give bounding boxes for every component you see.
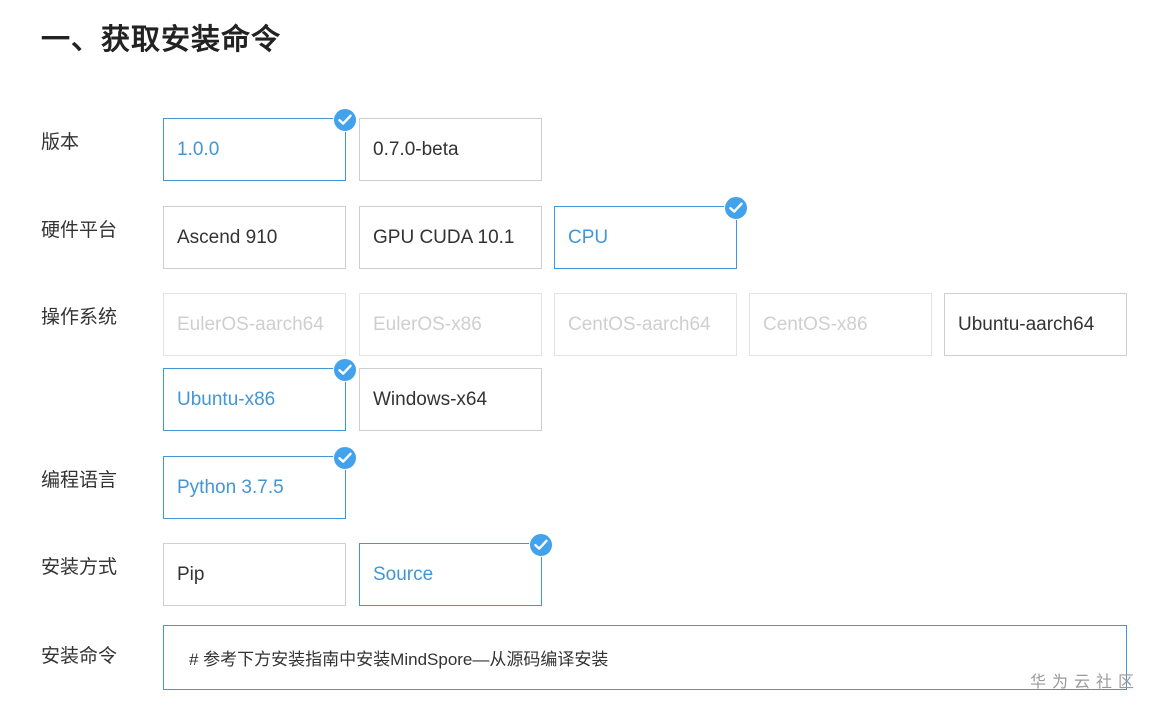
- hardware-option-gpu-cuda[interactable]: GPU CUDA 10.1: [359, 206, 542, 269]
- check-circle-icon: [333, 446, 357, 470]
- option-label: Windows-x64: [373, 388, 488, 410]
- os-option-ubuntu-x86[interactable]: Ubuntu-x86: [163, 358, 357, 431]
- option-label: 1.0.0: [177, 138, 220, 160]
- install-command-box[interactable]: # 参考下方安装指南中安装MindSpore—从源码编译安装: [163, 625, 1127, 690]
- os-option-euleros-aarch64: EulerOS-aarch64: [163, 293, 346, 356]
- option-label: Ubuntu-aarch64: [958, 313, 1095, 335]
- hardware-option-cpu[interactable]: CPU: [554, 196, 748, 269]
- language-label: 编程语言: [41, 470, 118, 491]
- install-command-text[interactable]: # 参考下方安装指南中安装MindSpore—从源码编译安装: [189, 650, 609, 669]
- option-label: Pip: [177, 563, 205, 585]
- check-circle-icon: [529, 533, 553, 557]
- watermark: 华为云社区: [1030, 674, 1141, 691]
- install-method-option-source[interactable]: Source: [359, 533, 553, 606]
- option-label: Source: [373, 563, 434, 585]
- check-circle-icon: [333, 108, 357, 132]
- os-option-centos-aarch64: CentOS-aarch64: [554, 293, 737, 356]
- language-option-python[interactable]: Python 3.7.5: [163, 446, 357, 519]
- os-option-windows-x64[interactable]: Windows-x64: [359, 368, 542, 431]
- check-circle-icon: [333, 358, 357, 382]
- version-option-0-7-0-beta[interactable]: 0.7.0-beta: [359, 118, 542, 181]
- version-option-1-0-0[interactable]: 1.0.0: [163, 108, 357, 181]
- check-circle-icon: [724, 196, 748, 220]
- os-label: 操作系统: [41, 307, 118, 328]
- option-label: 0.7.0-beta: [373, 138, 459, 160]
- os-option-centos-x86: CentOS-x86: [749, 293, 932, 356]
- option-label: CPU: [568, 226, 609, 248]
- option-label: EulerOS-x86: [373, 313, 482, 335]
- install-command-label: 安装命令: [41, 646, 118, 667]
- option-label: Python 3.7.5: [177, 476, 284, 498]
- hardware-label: 硬件平台: [41, 220, 118, 241]
- version-label: 版本: [41, 132, 80, 153]
- page-title: 一、获取安装命令: [41, 24, 282, 56]
- install-method-option-pip[interactable]: Pip: [163, 543, 346, 606]
- os-option-euleros-x86: EulerOS-x86: [359, 293, 542, 356]
- install-method-label: 安装方式: [41, 557, 118, 578]
- hardware-option-ascend-910[interactable]: Ascend 910: [163, 206, 346, 269]
- option-label: Ascend 910: [177, 226, 278, 248]
- option-label: CentOS-x86: [763, 313, 868, 335]
- os-option-ubuntu-aarch64[interactable]: Ubuntu-aarch64: [944, 293, 1127, 356]
- option-label: GPU CUDA 10.1: [373, 226, 515, 248]
- option-label: CentOS-aarch64: [568, 313, 711, 335]
- option-label: Ubuntu-x86: [177, 388, 276, 410]
- option-label: EulerOS-aarch64: [177, 313, 324, 335]
